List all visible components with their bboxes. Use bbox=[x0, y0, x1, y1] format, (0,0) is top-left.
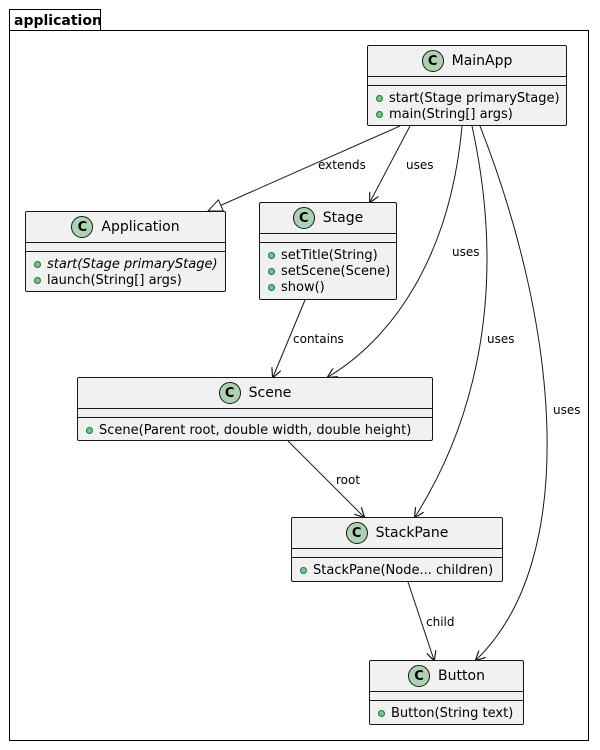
edge-label-uses-scene: uses bbox=[452, 245, 480, 259]
edge-label-child: child bbox=[426, 615, 455, 629]
class-icon: C bbox=[71, 216, 94, 238]
edge-label-uses-stackpane: uses bbox=[487, 332, 515, 346]
public-visibility-icon bbox=[268, 267, 275, 275]
method-item: Button(String text) bbox=[378, 705, 515, 721]
edge-mainapp-scene bbox=[328, 125, 463, 377]
edge-scene-stackpane bbox=[287, 440, 364, 517]
class-icon: C bbox=[292, 207, 315, 229]
edge-label-uses-button: uses bbox=[553, 403, 581, 417]
method-item: setTitle(String) bbox=[268, 247, 388, 263]
class-name: MainApp bbox=[451, 53, 513, 69]
class-name: Stage bbox=[322, 210, 364, 226]
class-methods: StackPane(Node... children) bbox=[292, 558, 502, 582]
public-visibility-icon bbox=[34, 276, 41, 284]
public-visibility-icon bbox=[86, 426, 93, 434]
class-scene[interactable]: C Scene Scene(Parent root, double width,… bbox=[77, 377, 433, 441]
class-header: C Button bbox=[370, 661, 523, 692]
method-item: show() bbox=[268, 279, 388, 295]
class-button[interactable]: C Button Button(String text) bbox=[369, 660, 524, 725]
method-item: main(String[] args) bbox=[376, 106, 558, 122]
edge-label-root: root bbox=[336, 473, 361, 487]
class-icon: C bbox=[345, 522, 368, 544]
class-icon: C bbox=[421, 50, 444, 72]
class-attributes bbox=[292, 549, 502, 558]
public-visibility-icon bbox=[378, 709, 385, 717]
class-attributes bbox=[260, 234, 396, 243]
class-attributes bbox=[26, 243, 225, 252]
class-name: Scene bbox=[248, 385, 292, 401]
method-item: launch(String[] args) bbox=[34, 272, 217, 288]
public-visibility-icon bbox=[376, 94, 383, 102]
edge-stage-scene bbox=[273, 299, 306, 377]
class-icon: C bbox=[218, 382, 241, 404]
edge-label-uses-stage: uses bbox=[406, 158, 434, 172]
package-tab: application bbox=[9, 9, 102, 31]
public-visibility-icon bbox=[268, 283, 275, 291]
class-methods: Button(String text) bbox=[370, 701, 523, 725]
class-name: Button bbox=[438, 668, 485, 684]
edge-mainapp-stackpane bbox=[415, 125, 488, 517]
class-header: C StackPane bbox=[292, 518, 502, 549]
public-visibility-icon bbox=[34, 260, 41, 268]
edge-mainapp-application bbox=[208, 125, 401, 211]
public-visibility-icon bbox=[300, 566, 307, 574]
class-mainapp[interactable]: C MainApp start(Stage primaryStage) main… bbox=[367, 45, 567, 126]
public-visibility-icon bbox=[376, 110, 383, 118]
public-visibility-icon bbox=[268, 251, 275, 259]
class-application[interactable]: C Application start(Stage primaryStage) … bbox=[25, 211, 226, 292]
class-stackpane[interactable]: C StackPane StackPane(Node... children) bbox=[291, 517, 503, 582]
method-item: StackPane(Node... children) bbox=[300, 562, 494, 578]
class-header: C Application bbox=[26, 212, 225, 243]
edge-mainapp-button bbox=[476, 125, 548, 660]
class-icon: C bbox=[408, 665, 431, 687]
class-name: StackPane bbox=[375, 525, 449, 541]
class-methods: start(Stage primaryStage) launch(String[… bbox=[26, 252, 225, 292]
class-methods: setTitle(String) setScene(Scene) show() bbox=[260, 243, 396, 299]
class-name: Application bbox=[101, 219, 180, 235]
class-stage[interactable]: C Stage setTitle(String) setScene(Scene)… bbox=[259, 202, 397, 300]
edge-label-extends: extends bbox=[318, 158, 366, 172]
class-methods: Scene(Parent root, double width, double … bbox=[78, 418, 432, 442]
method-item: start(Stage primaryStage) bbox=[34, 256, 218, 272]
class-attributes bbox=[370, 692, 523, 701]
edge-stackpane-button bbox=[407, 581, 434, 660]
class-methods: start(Stage primaryStage) main(String[] … bbox=[368, 86, 566, 126]
package-name: application bbox=[14, 13, 102, 29]
class-attributes bbox=[368, 77, 566, 86]
package-frame bbox=[9, 30, 589, 741]
method-item: start(Stage primaryStage) bbox=[376, 90, 560, 106]
method-item: setScene(Scene) bbox=[268, 263, 390, 279]
class-header: C Scene bbox=[78, 378, 432, 409]
class-attributes bbox=[78, 409, 432, 418]
edge-mainapp-stage bbox=[370, 125, 411, 202]
class-header: C MainApp bbox=[368, 46, 566, 77]
method-item: Scene(Parent root, double width, double … bbox=[86, 422, 424, 438]
class-header: C Stage bbox=[260, 203, 396, 234]
edge-label-contains: contains bbox=[293, 332, 344, 346]
